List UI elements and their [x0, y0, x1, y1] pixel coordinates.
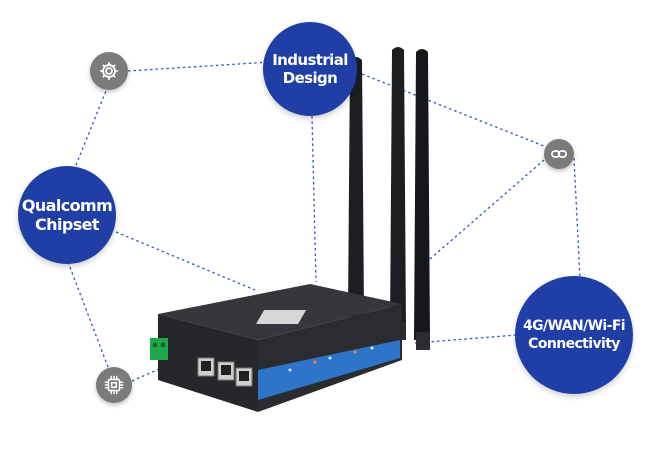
qualcomm-chipset-bubble: Qualcomm Chipset: [18, 166, 116, 264]
industrial-design-label: Industrial Design: [272, 51, 348, 87]
antenna-left: [348, 57, 364, 312]
connectivity-bubble: 4G/WAN/Wi-Fi Connectivity: [515, 276, 633, 394]
chip-icon: [96, 367, 132, 403]
antenna-middle: [390, 47, 406, 330]
router-device-image: [150, 47, 430, 412]
link-icon: [544, 139, 574, 169]
terminal-block: [150, 338, 168, 360]
qualcomm-chipset-label: Qualcomm Chipset: [21, 196, 113, 234]
industrial-design-bubble: Industrial Design: [263, 22, 357, 116]
connectivity-label: 4G/WAN/Wi-Fi Connectivity: [522, 318, 626, 352]
router-blue-stripe: [258, 340, 400, 400]
antenna-right: [414, 49, 430, 340]
gear-icon: [90, 52, 128, 90]
